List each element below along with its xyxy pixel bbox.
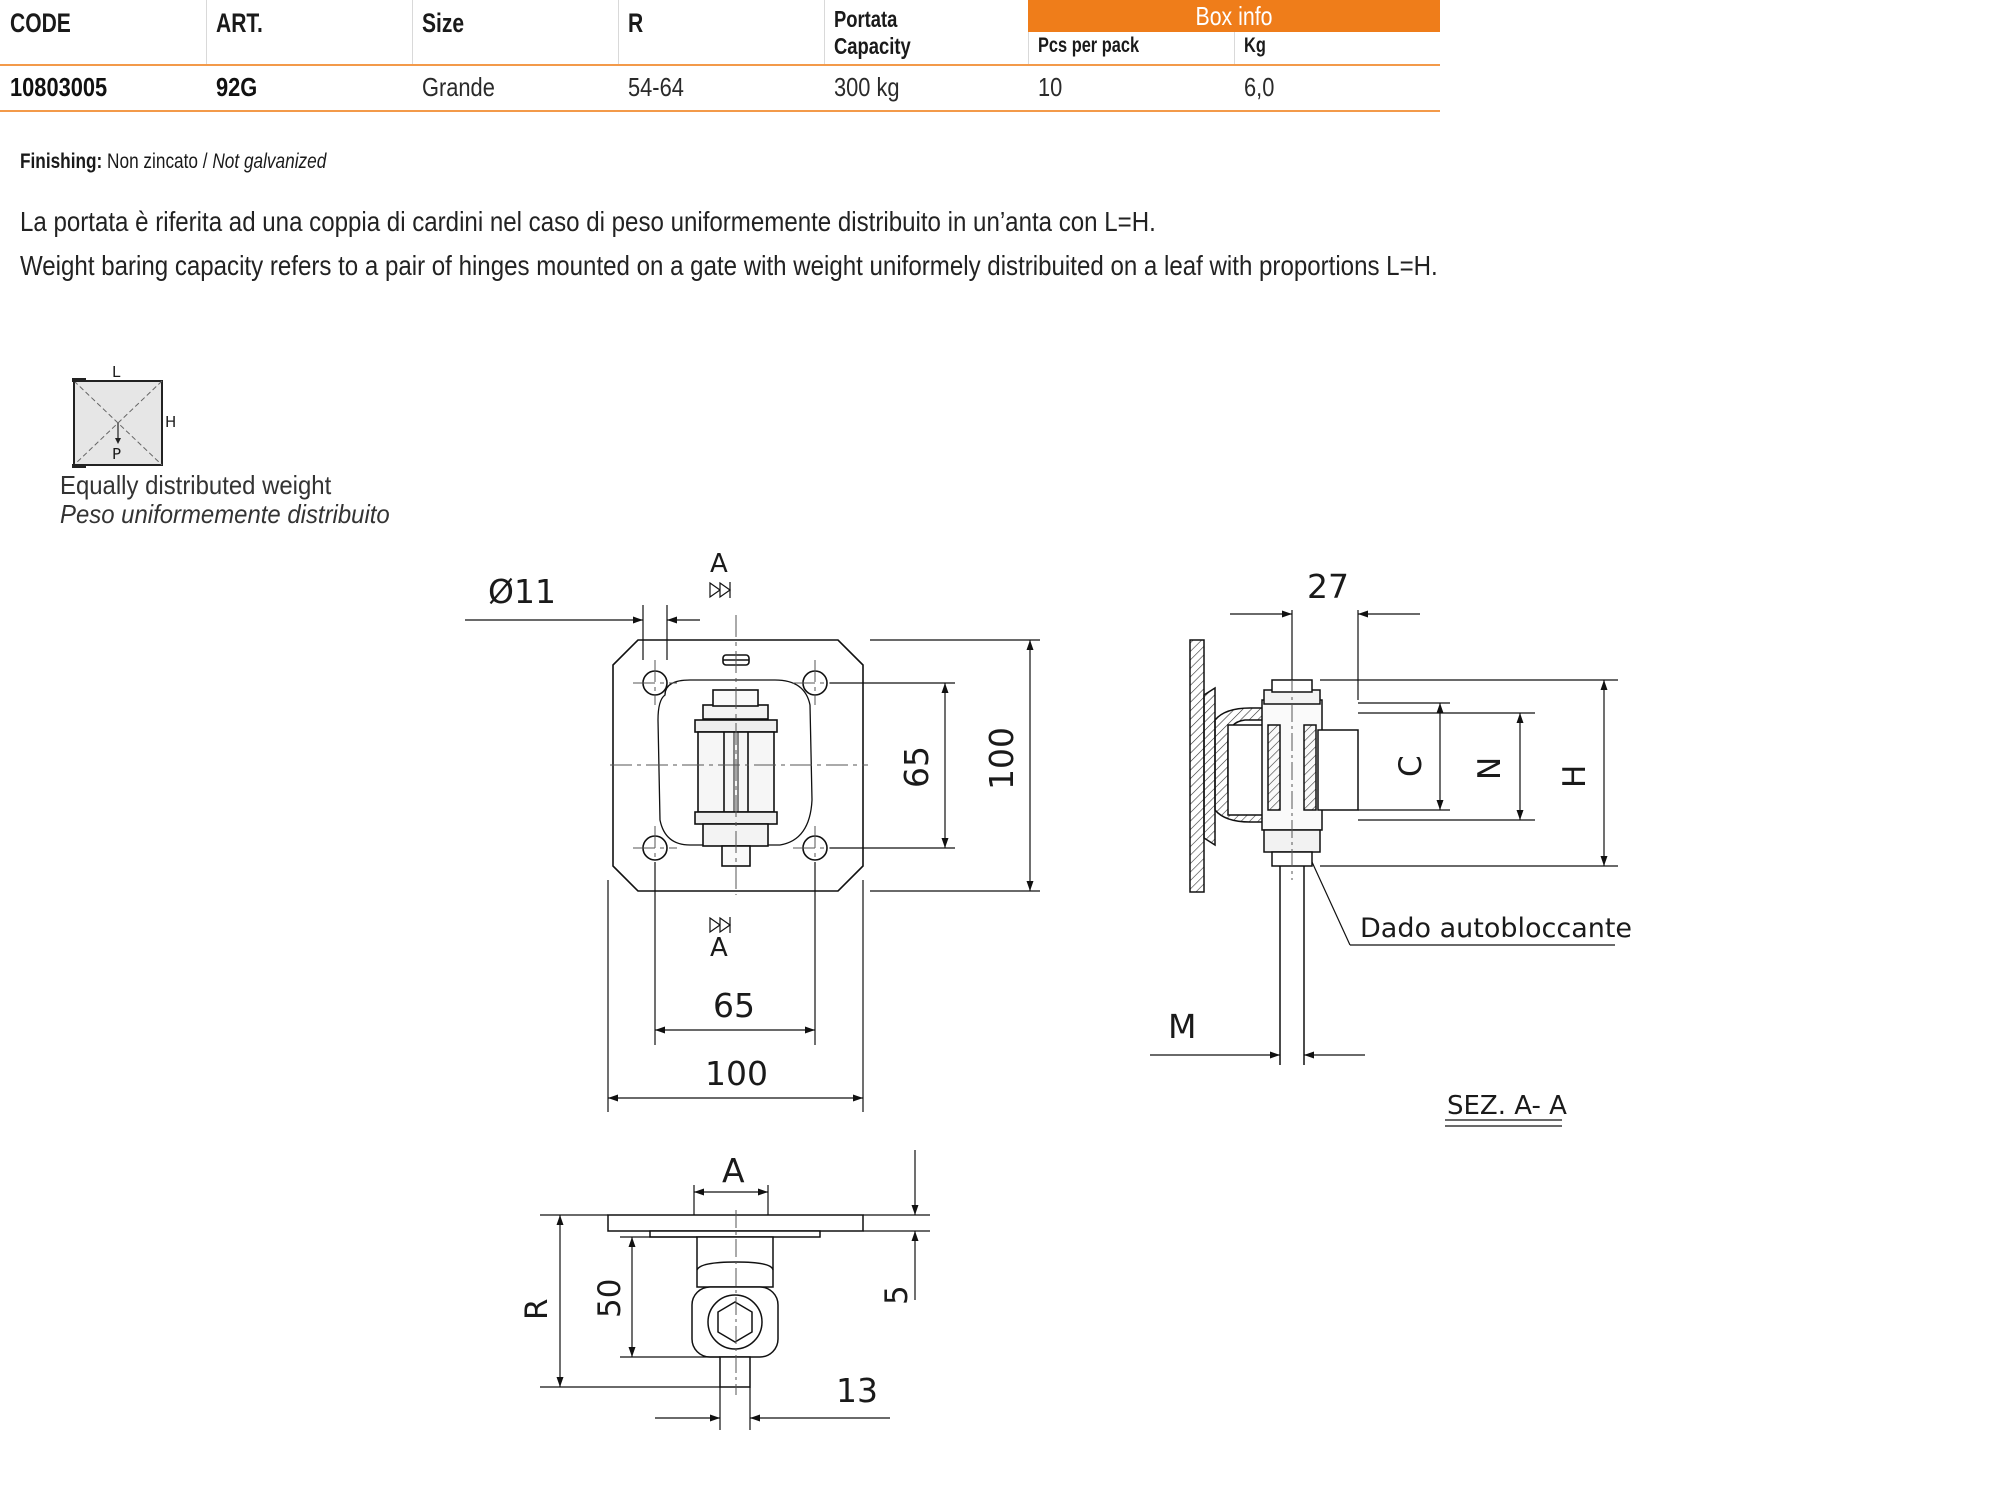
- header-code: CODE: [10, 8, 71, 38]
- header-art-cell: ART.: [206, 0, 413, 64]
- row-code: 10803005: [10, 72, 108, 102]
- label-R: R: [519, 1298, 555, 1320]
- header-r: R: [628, 8, 644, 38]
- finishing-it: Non zincato /: [107, 150, 208, 173]
- section-view: [1189, 639, 1359, 1065]
- dim-100-vertical: 100: [982, 727, 1021, 790]
- finishing-label: Finishing:: [20, 150, 103, 173]
- top-view-plate-step: [649, 1230, 821, 1238]
- section-bush-left: [1267, 724, 1281, 811]
- header-rule: [0, 64, 1440, 66]
- row-kg: 6,0: [1244, 72, 1275, 102]
- legend-en: Equally distributed weight: [60, 470, 332, 500]
- dim-27: 27: [1307, 567, 1349, 606]
- header-size: Size: [422, 8, 465, 38]
- finishing-line: Finishing: Non zincato / Not galvanized: [20, 150, 326, 174]
- row-rule: [0, 110, 1440, 112]
- legend-H: H: [165, 413, 176, 431]
- finishing-en: Not galvanized: [212, 150, 327, 173]
- dim-5: 5: [879, 1285, 915, 1305]
- row-art: 92G: [216, 72, 258, 102]
- header-size-cell: Size: [412, 0, 619, 64]
- header-r-cell: R: [618, 0, 825, 64]
- front-view: [610, 615, 868, 895]
- legend-it: Peso uniformemente distribuito: [60, 499, 390, 529]
- section-dimensions: [1150, 610, 1618, 1127]
- legend-L: L: [112, 363, 121, 381]
- header-capacity-cell: Portata Capacity: [824, 0, 1029, 64]
- section-mark-bottom: A: [710, 933, 728, 963]
- nut-leader-line: [1311, 861, 1351, 946]
- label-C: C: [1393, 755, 1429, 777]
- section-title: SEZ. A- A: [1447, 1091, 1567, 1121]
- header-portata: Portata: [834, 6, 898, 32]
- plate-embossing: [657, 679, 813, 846]
- top-view-dimensions: [540, 1150, 930, 1430]
- hinge-bottom-mark: [72, 464, 86, 468]
- row-r: 54-64: [628, 72, 684, 102]
- top-view-bolt: [719, 1356, 751, 1388]
- header-code-cell: CODE: [0, 0, 207, 64]
- header-art: ART.: [216, 8, 263, 38]
- dim-50: 50: [592, 1279, 628, 1318]
- row-capacity: 300 kg: [834, 72, 900, 102]
- dim-diameter: Ø11: [488, 572, 556, 611]
- row-pcs-per-pack: 10: [1038, 72, 1063, 102]
- label-N: N: [1472, 757, 1508, 780]
- section-plate: [1189, 639, 1205, 893]
- dim-65-vertical: 65: [897, 746, 936, 788]
- row-size: Grande: [422, 72, 495, 102]
- dim-13: 13: [836, 1371, 878, 1410]
- box-info-divider: [1234, 32, 1235, 64]
- header-box-info: Box info: [1195, 1, 1273, 31]
- load-arrow-head: [115, 438, 121, 444]
- section-pin-body: [1317, 729, 1359, 811]
- header-capacity: Capacity: [834, 33, 911, 59]
- label-A: A: [722, 1151, 745, 1190]
- dim-100-horizontal: 100: [705, 1054, 768, 1093]
- note-en: Weight baring capacity refers to a pair …: [20, 250, 1438, 281]
- top-view: [607, 1210, 864, 1395]
- dim-65-horizontal: 65: [713, 986, 755, 1025]
- front-dimensions: [465, 581, 1040, 1112]
- section-bush-right: [1303, 724, 1317, 811]
- label-H: H: [1557, 765, 1593, 788]
- label-M: M: [1168, 1007, 1196, 1046]
- header-pcs-per-pack: Pcs per pack: [1038, 34, 1140, 57]
- load-diagram: L H P: [72, 363, 176, 468]
- nut-label: Dado autobloccante: [1360, 913, 1632, 944]
- box-info-band: Box info: [1028, 0, 1440, 32]
- spec-table: CODE ART. Size R Portata Capacity Box in…: [0, 0, 1440, 112]
- note-it: La portata è riferita ad una coppia di c…: [20, 206, 1156, 237]
- section-mark-top: A: [710, 549, 728, 579]
- legend-P: P: [112, 445, 121, 463]
- header-kg: Kg: [1244, 34, 1266, 57]
- hinge-top-mark: [72, 378, 86, 382]
- section-plate-boss: [1203, 686, 1216, 847]
- top-view-nut: [717, 1301, 753, 1343]
